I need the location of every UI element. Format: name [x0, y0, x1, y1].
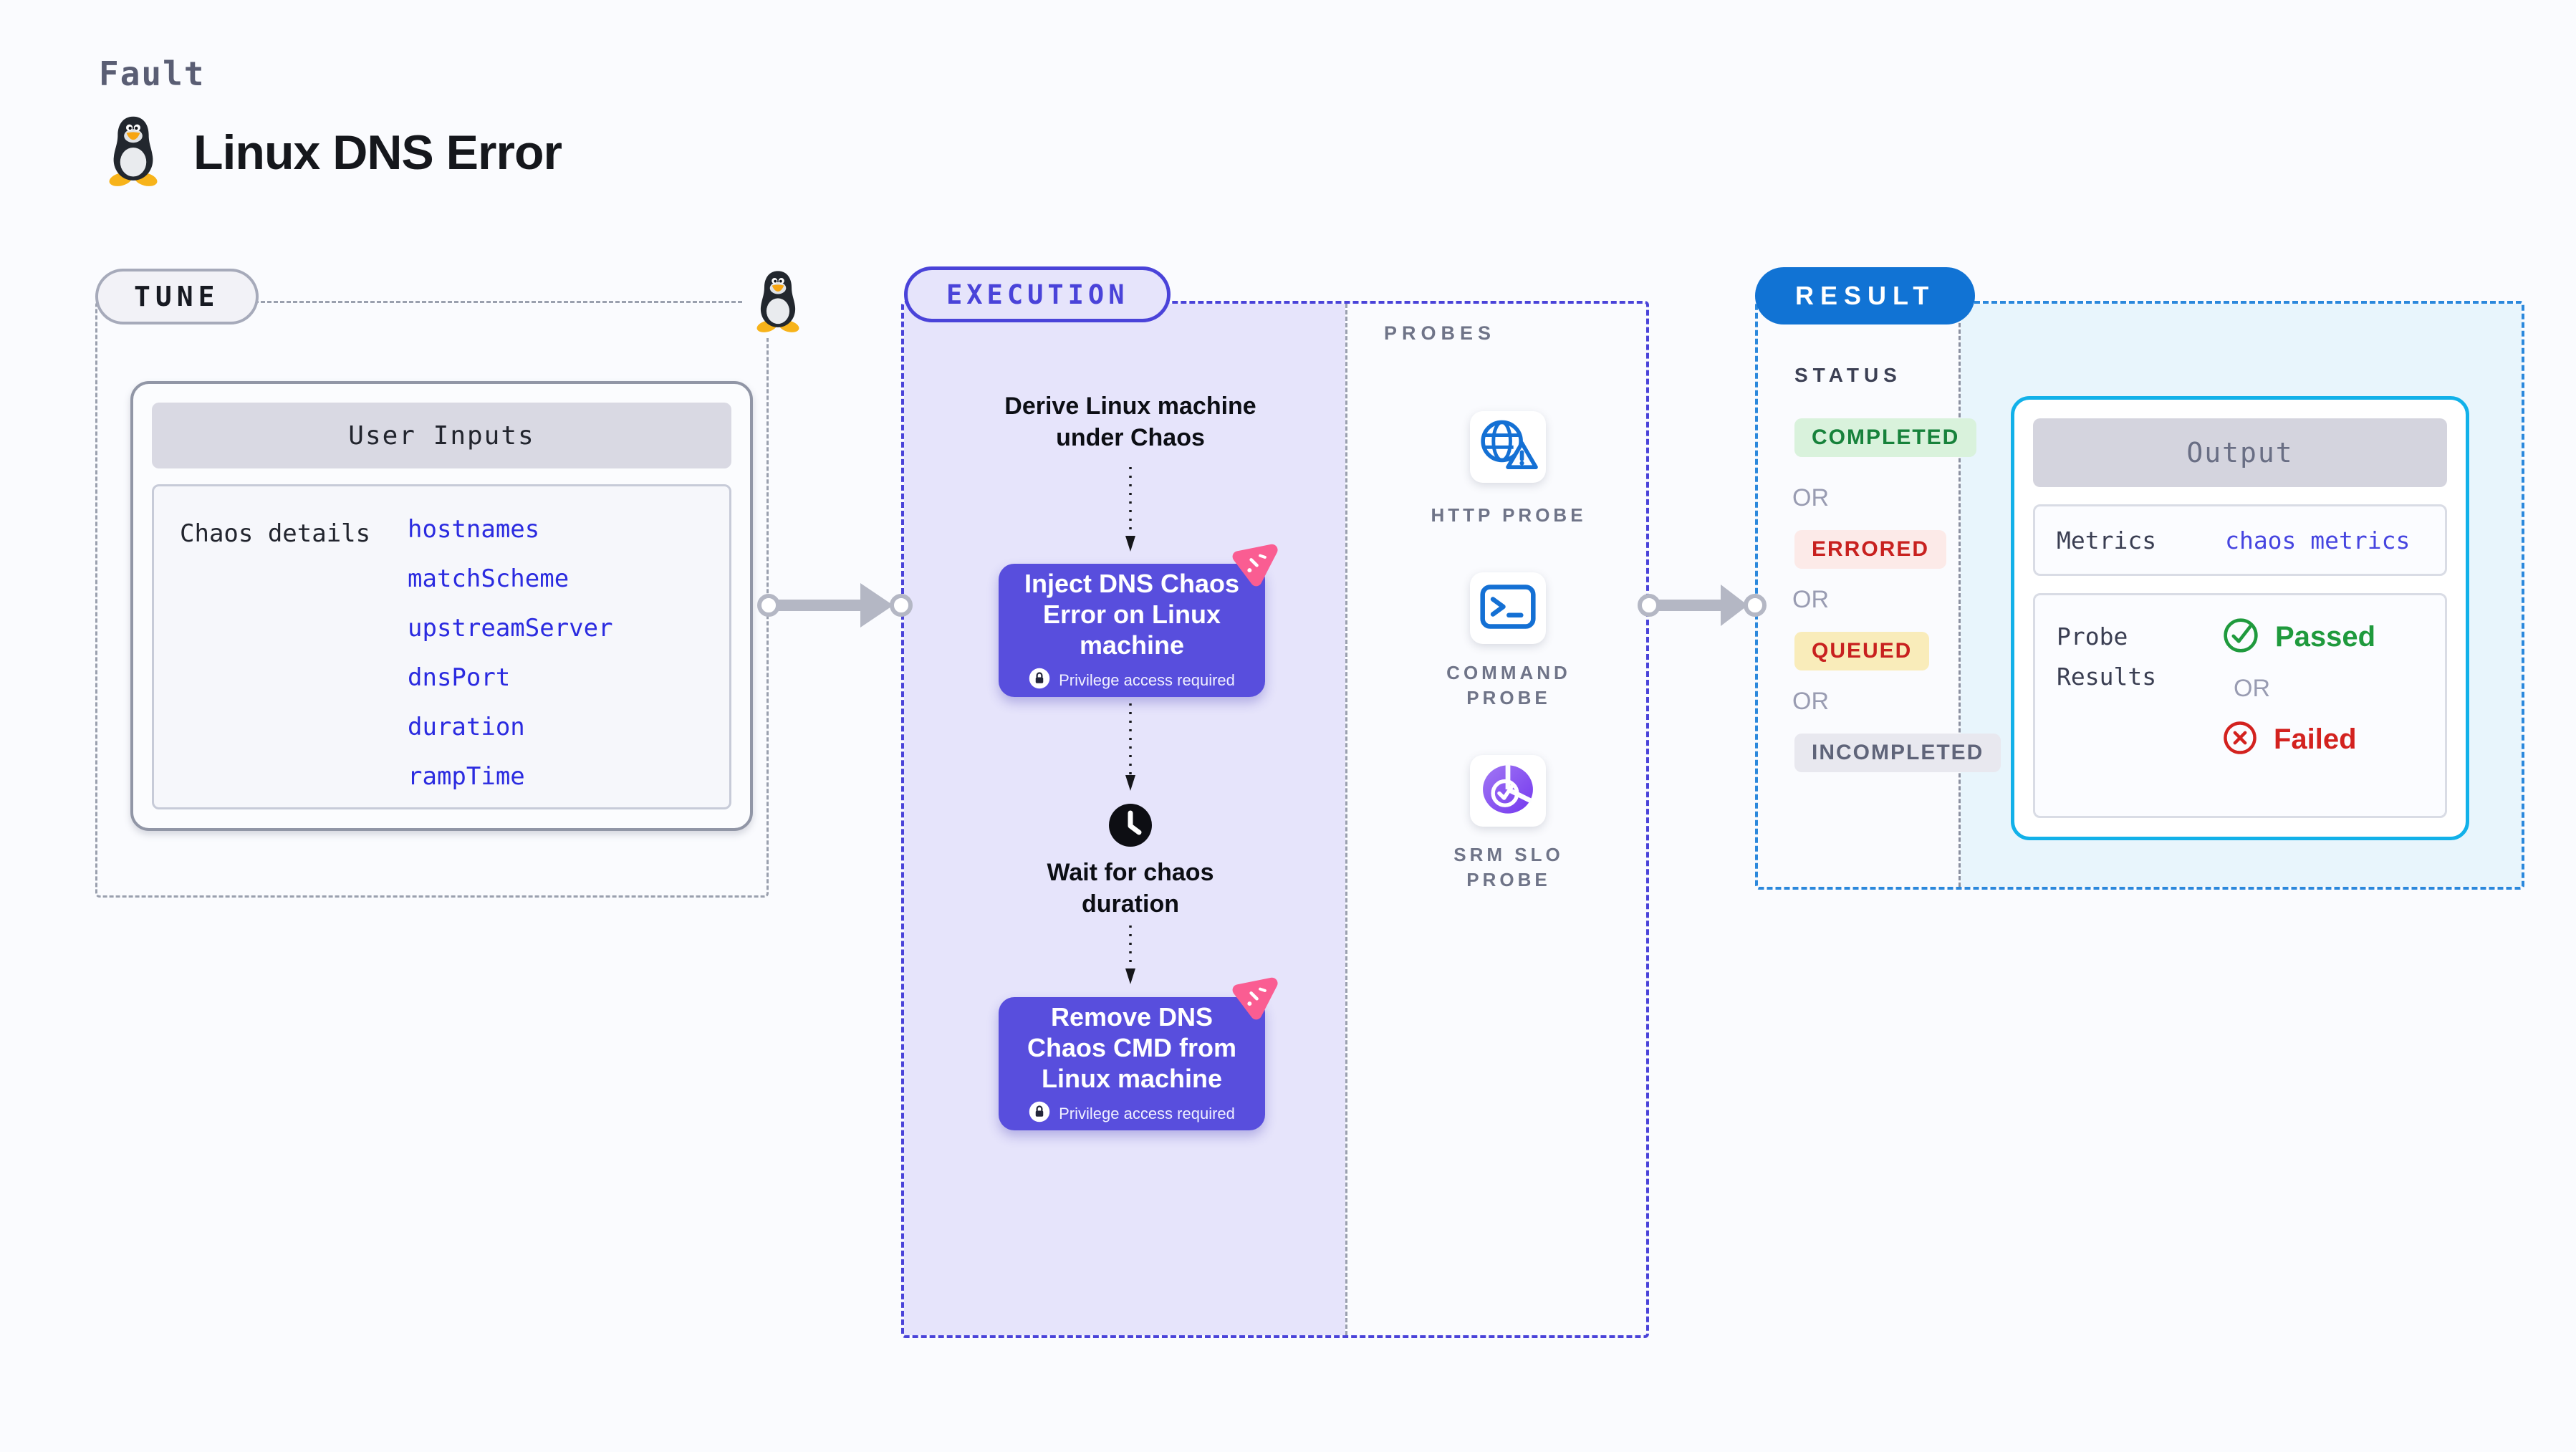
linux-tux-icon	[102, 115, 165, 190]
srm-slo-probe-card	[1470, 755, 1546, 827]
status-or: OR	[1792, 688, 1829, 715]
linux-tux-small-icon	[744, 264, 812, 338]
command-probe-card	[1470, 572, 1546, 644]
param-duration[interactable]: duration	[408, 713, 525, 741]
status-label: STATUS	[1794, 364, 1902, 386]
chaos-param-list: hostnames matchScheme upstreamServer dns…	[408, 505, 613, 802]
flow-arrow-2	[1123, 703, 1138, 796]
metrics-value-link[interactable]: chaos metrics	[2225, 526, 2411, 554]
execution-section-pill: EXECUTION	[904, 266, 1171, 322]
probe-results-values: Passed OR Failed	[2222, 617, 2375, 794]
status-or: OR	[1792, 586, 1829, 613]
status-output-divider	[1959, 304, 1961, 887]
chaos-details-label: Chaos details	[180, 519, 371, 548]
privilege-note: Privilege access required	[1059, 670, 1235, 689]
wait-step-text: Wait for chaos duration	[1047, 859, 1214, 918]
terminal-icon	[1478, 582, 1538, 635]
probe-result-or: OR	[2234, 675, 2270, 702]
param-matchscheme[interactable]: matchScheme	[408, 564, 569, 593]
user-inputs-header: User Inputs	[152, 403, 731, 468]
passed-label: Passed	[2275, 621, 2376, 653]
category-label: Fault	[99, 54, 206, 93]
param-ramptime[interactable]: rampTime	[408, 762, 525, 791]
user-inputs-card: User Inputs Chaos details hostnames matc…	[130, 381, 753, 831]
user-inputs-body: Chaos details hostnames matchScheme upst…	[152, 484, 731, 809]
metrics-label: Metrics	[2057, 526, 2157, 554]
command-probe-label: COMMAND PROBE	[1446, 662, 1571, 708]
http-probe-label: HTTP PROBE	[1431, 504, 1587, 526]
result-section: STATUS COMPLETED OR ERRORED OR QUEUED OR…	[1755, 301, 2524, 890]
output-card: Output Metrics chaos metrics Probe Resul…	[2011, 396, 2469, 840]
status-badge-errored: ERRORED	[1794, 530, 1947, 569]
slo-donut-icon	[1477, 761, 1539, 821]
derive-step-text: Derive Linux machine under Chaos	[1004, 393, 1256, 451]
page-header: Linux DNS Error	[102, 115, 562, 190]
status-or: OR	[1792, 484, 1829, 511]
globe-alert-icon	[1475, 416, 1541, 478]
probe-results-row: Probe Results Passed OR	[2033, 593, 2447, 818]
http-probe-card	[1470, 411, 1546, 483]
execution-section: Derive Linux machine under Chaos Inject …	[901, 301, 1649, 1338]
execution-probes-divider	[1345, 304, 1347, 1335]
check-circle-icon	[2222, 617, 2259, 658]
result-section-pill: RESULT	[1755, 267, 1976, 324]
flow-arrow-1	[1123, 467, 1138, 557]
remove-dns-chaos-button[interactable]: Remove DNS Chaos CMD from Linux machine …	[999, 977, 1278, 1130]
lock-icon	[1029, 1101, 1050, 1126]
x-circle-icon	[2222, 720, 2258, 759]
chaos-fault-badge-icon	[1229, 973, 1278, 1025]
tune-section-pill: TUNE	[95, 269, 259, 324]
param-dnsport[interactable]: dnsPort	[408, 663, 511, 692]
status-badge-completed: COMPLETED	[1794, 418, 1977, 457]
clock-icon	[1107, 802, 1153, 852]
metrics-row: Metrics chaos metrics	[2033, 504, 2447, 576]
srm-slo-probe-label: SRM SLO PROBE	[1453, 844, 1564, 890]
inject-step-label: Inject DNS Chaos Error on Linux machine	[1024, 569, 1240, 660]
page-title: Linux DNS Error	[193, 125, 562, 180]
probe-results-label: Probe Results	[2057, 622, 2157, 691]
failed-label: Failed	[2274, 723, 2357, 755]
privilege-note: Privilege access required	[1059, 1104, 1235, 1122]
status-badge-queued: QUEUED	[1794, 632, 1930, 670]
status-badge-incompleted: INCOMPLETED	[1794, 734, 2001, 772]
inject-dns-chaos-button[interactable]: Inject DNS Chaos Error on Linux machine …	[999, 544, 1278, 697]
flow-arrow-3	[1123, 925, 1138, 989]
lock-icon	[1029, 668, 1050, 693]
param-upstreamserver[interactable]: upstreamServer	[408, 614, 613, 643]
output-header: Output	[2033, 418, 2447, 487]
probes-section-label: PROBES	[1384, 322, 1496, 344]
param-hostnames[interactable]: hostnames	[408, 515, 540, 544]
tune-to-execution-arrow	[749, 573, 913, 641]
chaos-fault-badge-icon	[1229, 539, 1278, 592]
remove-step-label: Remove DNS Chaos CMD from Linux machine	[1027, 1002, 1236, 1093]
execution-to-result-arrow	[1629, 573, 1775, 641]
tune-section: User Inputs Chaos details hostnames matc…	[95, 301, 769, 898]
